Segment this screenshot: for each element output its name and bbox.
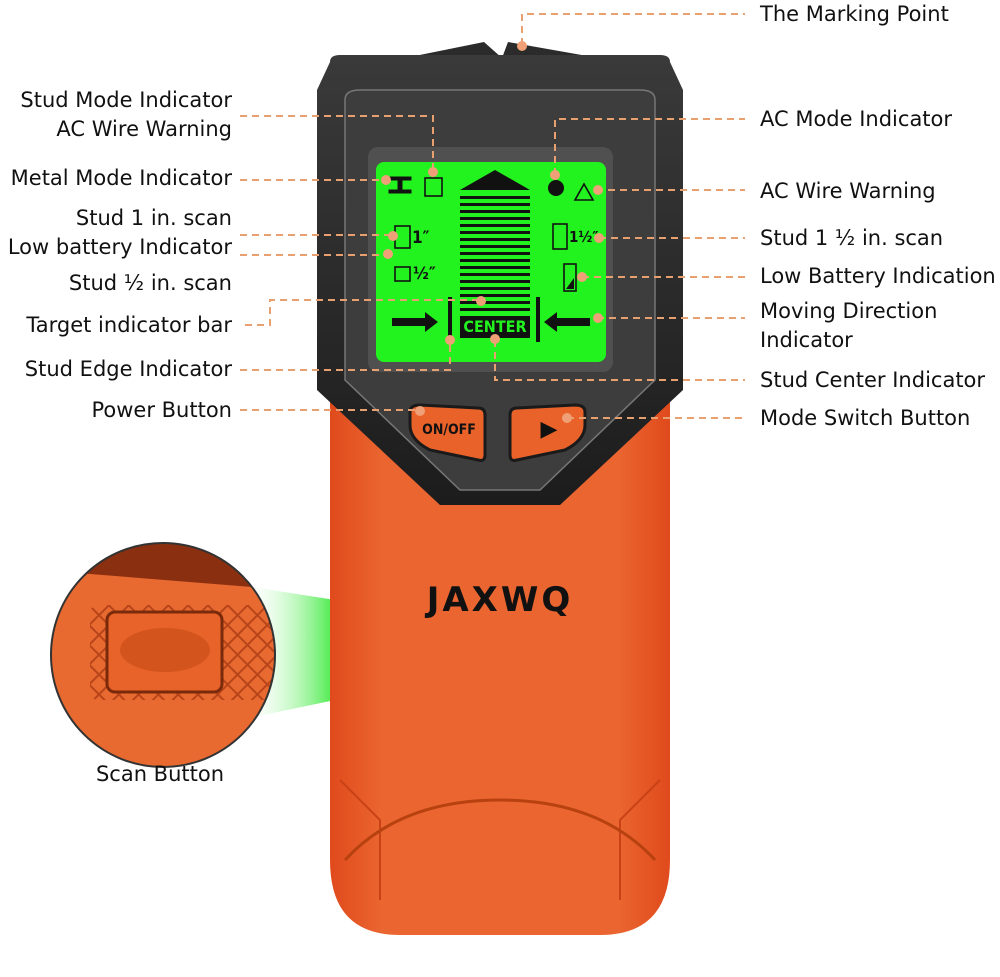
- lcd-stud-half-in: ½″: [413, 264, 436, 284]
- label-scan-button: Scan Button: [95, 762, 225, 786]
- label-stud-center: Stud Center Indicator: [760, 368, 986, 392]
- power-button[interactable]: ON/OFF: [422, 422, 476, 438]
- mode-switch-button[interactable]: ▶: [540, 417, 558, 442]
- label-stud-edge: Stud Edge Indicator: [24, 357, 232, 381]
- lcd-center-text: CENTER: [463, 317, 527, 336]
- label-stud-1half-in: Stud 1 ½ in. scan: [760, 226, 944, 250]
- label-mode-switch: Mode Switch Button: [760, 406, 971, 430]
- label-moving-direction: Moving Direction Indicator: [760, 299, 938, 352]
- label-stud-1in-low-battery: Stud 1 in. scan Low battery Indicator: [7, 206, 232, 259]
- lcd-stud-1in: 1″: [412, 228, 430, 248]
- label-ac-mode: AC Mode Indicator: [760, 107, 953, 131]
- label-metal-mode: Metal Mode Indicator: [10, 166, 232, 190]
- label-stud-mode-ac-warning: Stud Mode Indicator AC Wire Warning: [20, 88, 232, 141]
- lcd-stud-1half-in: 1½″: [569, 228, 599, 246]
- label-low-battery: Low Battery Indication: [760, 264, 996, 288]
- power-button-shape: [408, 403, 487, 462]
- scan-button-inset: [51, 543, 275, 767]
- label-target-bar: Target indicator bar: [26, 313, 232, 337]
- label-ac-wire-warning: AC Wire Warning: [760, 179, 936, 203]
- label-power-button: Power Button: [91, 398, 232, 422]
- device-body: [330, 380, 670, 935]
- brand-logo: JAXWQ: [426, 580, 574, 620]
- label-stud-half-in: Stud ½ in. scan: [68, 271, 232, 295]
- label-marking-point: The Marking Point: [760, 2, 949, 26]
